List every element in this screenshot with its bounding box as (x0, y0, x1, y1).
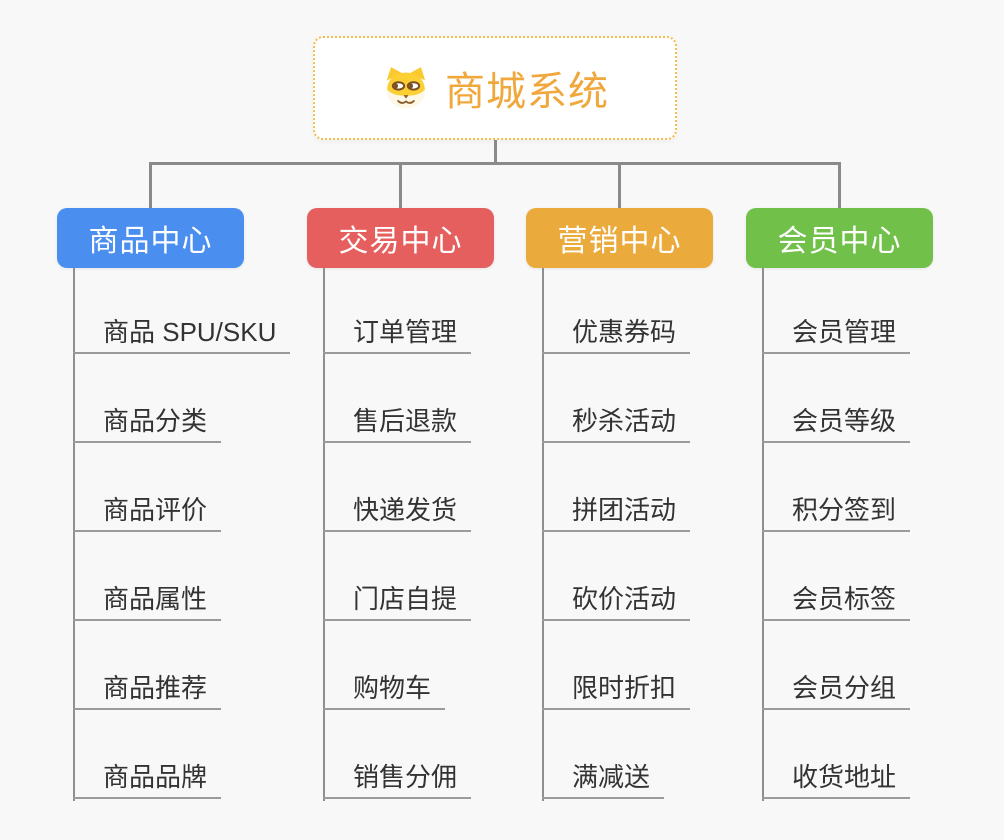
branch-node-trade[interactable]: 交易中心 (307, 208, 494, 268)
leaf-node[interactable]: 购物车 (323, 664, 446, 710)
branch-spine (323, 268, 325, 801)
leaf-node[interactable]: 售后退款 (323, 397, 472, 443)
branch-spine (73, 268, 75, 801)
leaf-node[interactable]: 快递发货 (323, 486, 472, 532)
leaf-node[interactable]: 会员等级 (762, 397, 911, 443)
leaf-node[interactable]: 商品推荐 (73, 664, 222, 710)
leaf-node[interactable]: 会员分组 (762, 664, 911, 710)
branch-node-marketing[interactable]: 营销中心 (526, 208, 713, 268)
leaf-node[interactable]: 收货地址 (762, 753, 911, 799)
branch-spine (762, 268, 764, 801)
dog-face-icon (386, 67, 426, 109)
branch-node-products[interactable]: 商品中心 (57, 208, 244, 268)
leaf-node[interactable]: 商品品牌 (73, 753, 222, 799)
leaf-node[interactable]: 秒杀活动 (542, 397, 691, 443)
leaf-node[interactable]: 会员标签 (762, 575, 911, 621)
leaf-node[interactable]: 商品 SPU/SKU (73, 308, 291, 354)
leaf-node[interactable]: 满减送 (542, 753, 665, 799)
branch-node-members[interactable]: 会员中心 (746, 208, 933, 268)
root-node[interactable]: 商城系统 (313, 36, 677, 140)
leaf-node[interactable]: 优惠券码 (542, 308, 691, 354)
leaf-node[interactable]: 会员管理 (762, 308, 911, 354)
connector-root-stub (494, 140, 497, 163)
leaf-node[interactable]: 积分签到 (762, 486, 911, 532)
connector-stub (399, 162, 402, 209)
leaf-node[interactable]: 商品分类 (73, 397, 222, 443)
leaf-node[interactable]: 门店自提 (323, 575, 472, 621)
connector-stub (149, 162, 152, 209)
leaf-node[interactable]: 商品属性 (73, 575, 222, 621)
connector-rail (149, 162, 840, 165)
leaf-node[interactable]: 销售分佣 (323, 753, 472, 799)
connector-stub (838, 162, 841, 209)
leaf-node[interactable]: 拼团活动 (542, 486, 691, 532)
leaf-node[interactable]: 商品评价 (73, 486, 222, 532)
branch-spine (542, 268, 544, 801)
leaf-node[interactable]: 砍价活动 (542, 575, 691, 621)
connector-stub (618, 162, 621, 209)
leaf-node[interactable]: 订单管理 (323, 308, 472, 354)
root-title: 商城系统 (445, 70, 609, 114)
leaf-node[interactable]: 限时折扣 (542, 664, 691, 710)
